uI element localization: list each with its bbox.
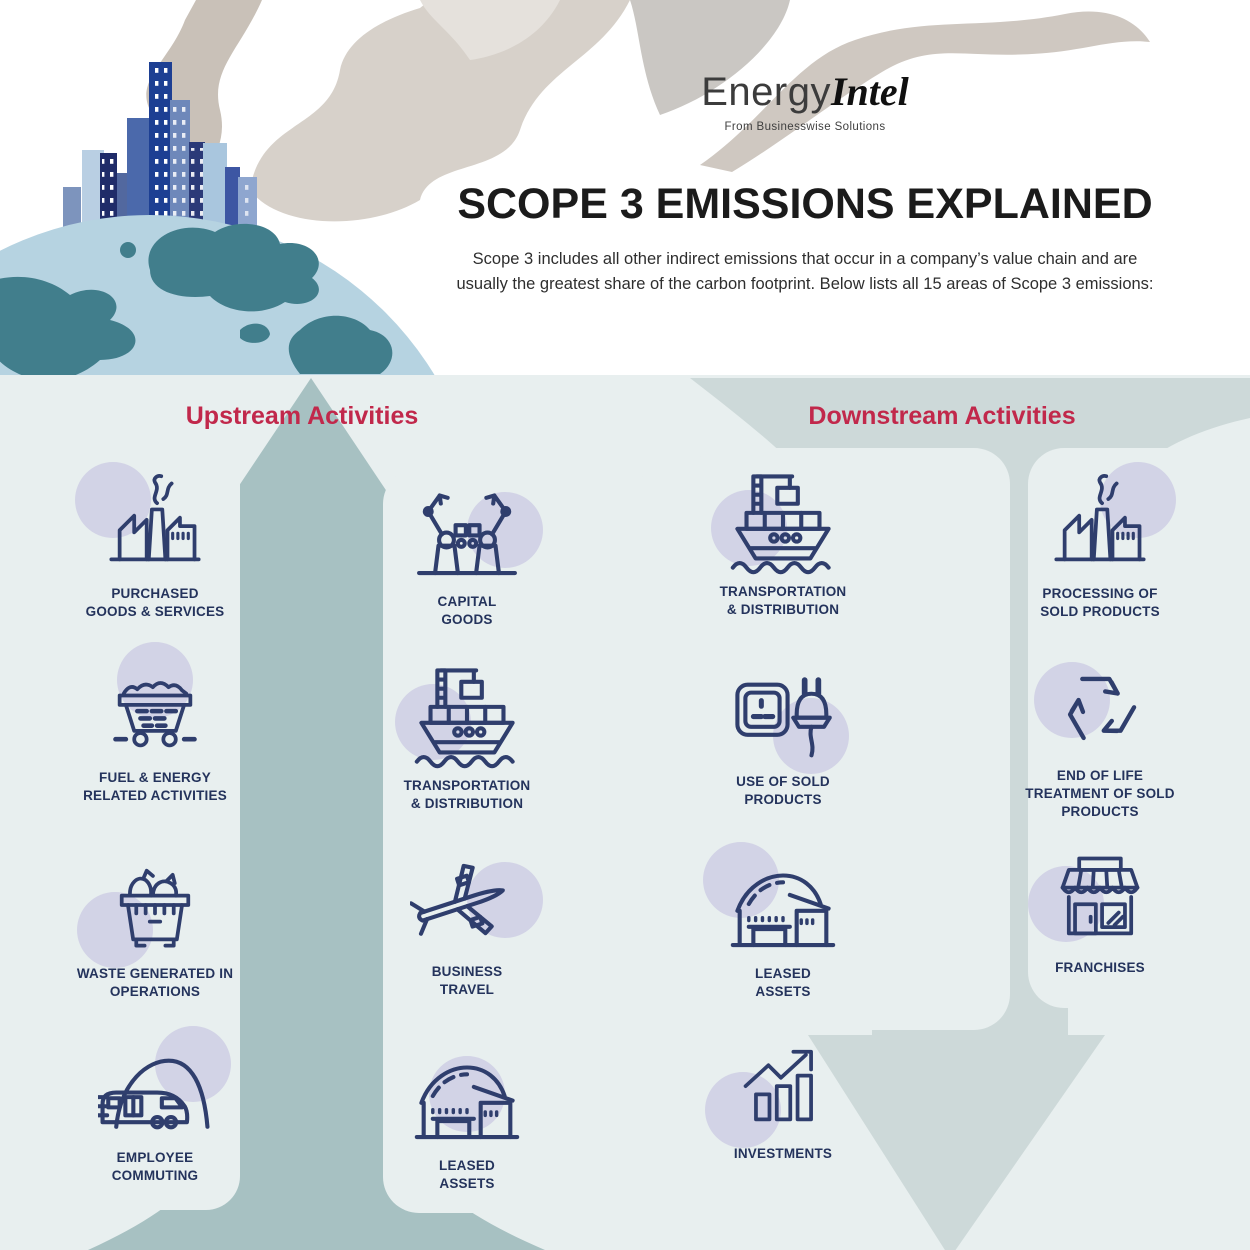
- category-label: PROCESSING OF SOLD PRODUCTS: [1040, 586, 1160, 619]
- brand-logo: EnergyIntel From Businesswise Solutions: [555, 68, 1055, 133]
- warehouse-icon: [410, 1039, 524, 1153]
- category-label: TRANSPORTATION & DISTRIBUTION: [403, 778, 531, 811]
- category-capital-goods: CAPITAL GOODS: [357, 476, 577, 629]
- category-use-of-sold-products: USE OF SOLD PRODUCTS: [673, 656, 893, 809]
- category-end-of-life: END OF LIFE TREATMENT OF SOLD PRODUCTS: [990, 650, 1210, 820]
- category-label: BUSINESS TRAVEL: [431, 964, 503, 997]
- category-label: USE OF SOLD PRODUCTS: [736, 774, 830, 807]
- category-label: WASTE GENERATED IN OPERATIONS: [76, 966, 234, 999]
- plug-socket-icon: [726, 655, 840, 769]
- category-processing-sold-products: PROCESSING OF SOLD PRODUCTS: [990, 462, 1210, 621]
- accent-circle: [155, 1026, 231, 1102]
- category-label: FUEL & ENERGY RELATED ACTIVITIES: [83, 770, 227, 803]
- category-transport-downstream: TRANSPORTATION & DISTRIBUTION: [673, 466, 893, 619]
- factory-icon: [1048, 472, 1152, 576]
- category-leased-assets-downstream: LEASED ASSETS: [673, 842, 893, 1001]
- category-label: PURCHASED GOODS & SERVICES: [85, 586, 225, 619]
- storefront-icon: [1048, 846, 1152, 950]
- mine-cart-icon: [103, 656, 207, 760]
- category-label: CAPITAL GOODS: [437, 594, 497, 627]
- warehouse-icon: [726, 847, 840, 961]
- page-title: SCOPE 3 EMISSIONS EXPLAINED: [457, 180, 1153, 228]
- brand-tagline: From Businesswise Solutions: [724, 121, 886, 133]
- dumpster-icon: [103, 852, 207, 956]
- recycle-icon: [1048, 654, 1152, 758]
- accent-circle: [75, 462, 151, 538]
- category-transport-upstream: TRANSPORTATION & DISTRIBUTION: [357, 660, 577, 813]
- downstream-title: Downstream Activities: [808, 402, 1076, 430]
- upstream-arrow: [88, 378, 545, 1250]
- cargo-ship-icon: [410, 659, 524, 773]
- factory-icon: [103, 472, 207, 576]
- assembly-line-icon: [410, 475, 524, 589]
- page-subtitle: Scope 3 includes all other indirect emis…: [456, 250, 1154, 294]
- accent-circle: [1034, 662, 1110, 738]
- category-investments: INVESTMENTS: [673, 1028, 893, 1163]
- category-franchises: FRANCHISES: [990, 842, 1210, 977]
- category-label: EMPLOYEE COMMUTING: [111, 1150, 199, 1183]
- brand-name-bold: Intel: [830, 69, 909, 114]
- category-label: FRANCHISES: [1055, 960, 1145, 975]
- category-label: LEASED ASSETS: [755, 966, 811, 999]
- train-icon: [98, 1031, 212, 1145]
- brand-name-light: Energy: [701, 70, 831, 114]
- airplane-icon: [410, 845, 524, 959]
- cargo-ship-icon: [726, 465, 840, 579]
- category-label: TRANSPORTATION & DISTRIBUTION: [719, 584, 847, 617]
- category-business-travel: BUSINESS TRAVEL: [357, 846, 577, 999]
- category-leased-assets-upstream: LEASED ASSETS: [357, 1040, 577, 1193]
- category-label: INVESTMENTS: [733, 1146, 833, 1161]
- category-fuel-energy: FUEL & ENERGY RELATED ACTIVITIES: [45, 642, 265, 805]
- growth-chart-icon: [731, 1032, 835, 1136]
- category-purchased-goods: PURCHASED GOODS & SERVICES: [45, 462, 265, 621]
- category-label: LEASED ASSETS: [439, 1158, 495, 1191]
- category-employee-commuting: EMPLOYEE COMMUTING: [45, 1026, 265, 1185]
- category-label: END OF LIFE TREATMENT OF SOLD PRODUCTS: [1025, 768, 1175, 819]
- upstream-title: Upstream Activities: [185, 402, 419, 430]
- category-waste: WASTE GENERATED IN OPERATIONS: [45, 848, 265, 1001]
